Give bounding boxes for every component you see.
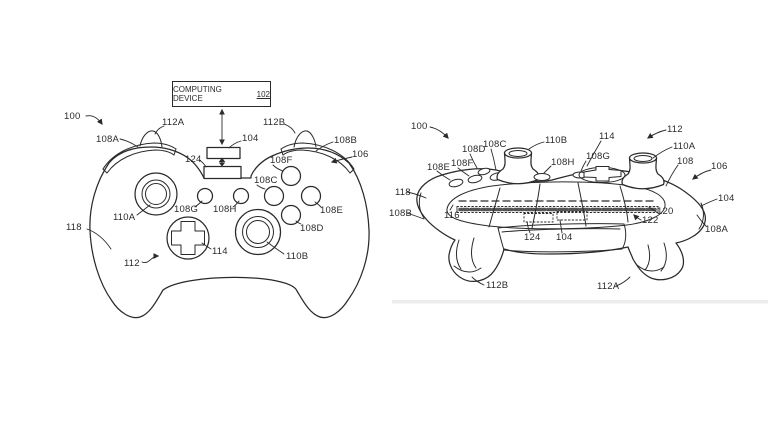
right-grip-detail [636,242,667,272]
fig2-ref-108G: 108G [586,151,611,162]
module-rect-104 [556,211,588,221]
top-button-108D [477,167,491,176]
left-thumbstick-perspective [496,147,540,185]
top-face-rim [446,181,666,230]
right-thumbstick [234,208,282,256]
body-seam-lines [488,182,629,229]
computing-device-ref: 102 [256,89,270,99]
fig2-ref-108B: 108B [389,208,412,219]
controller-body [89,146,370,319]
front-panel [497,223,627,253]
fig2-ref-108: 108 [677,156,694,167]
fig2-ref-108C: 108C [483,139,507,150]
face-button-right [300,185,322,207]
fig2-ref-108F: 108F [451,158,474,169]
figure1-leader-lines [85,115,353,264]
face-button-left [263,185,285,207]
fig2-ref-106: 106 [711,161,728,172]
fig1-ref-108E: 108E [320,205,343,216]
fig1-ref-114: 114 [212,246,228,257]
fig1-ref-100: 100 [64,111,81,122]
fig2-ref-124: 124 [524,232,541,243]
computing-device-title: COMPUTING DEVICE [173,85,222,103]
fig2-ref-112B: 112B [486,280,509,291]
fig2-ref-104-side: 104 [718,193,735,204]
right-trigger-nub [293,130,317,148]
fig1-ref-104: 104 [242,133,259,144]
port-rect-124 [203,165,242,180]
fig1-ref-108G: 108G [174,204,199,215]
figure2-leader-lines [406,126,718,287]
connector-strip [456,206,659,213]
fig1-ref-108C: 108C [254,175,278,186]
right-thumbstick-perspective [621,152,665,190]
hull-outline [416,168,707,282]
dpad-perspective [578,166,626,183]
view-button [196,187,214,205]
top-button-108E [448,178,464,188]
right-bumper [280,142,355,174]
left-grip-detail [453,237,482,273]
menu-button [232,187,250,205]
fig1-ref-108A: 108A [96,134,119,145]
face-buttons [263,165,322,226]
fig2-ref-122: 122 [642,215,659,226]
face-button-top [280,165,302,187]
fig2-ref-108A: 108A [705,224,728,235]
fig2-ref-120: 120 [657,206,674,217]
top-button-108F [467,174,483,184]
fig2-ref-110A: 110A [673,141,696,152]
figure1-controller-front-view [85,108,370,319]
fig1-ref-110A: 110A [113,212,136,223]
fig1-ref-112B: 112B [263,117,286,128]
face-button-bottom [280,204,302,226]
fig2-ref-112A: 112A [597,281,620,292]
fig1-ref-112A: 112A [162,117,185,128]
fig2-ref-108D: 108D [462,144,486,155]
fig1-ref-108D: 108D [300,223,324,234]
fig2-ref-104-bottom: 104 [556,232,573,243]
fig1-ref-118: 118 [66,222,82,233]
fig2-ref-114: 114 [599,131,615,142]
fig2-ref-116: 116 [444,210,460,221]
scan-artifact-line [392,300,768,304]
port-rect-104 [206,146,241,160]
computing-device-box: COMPUTING DEVICE 102 [172,81,271,107]
fig2-ref-100: 100 [411,121,428,132]
fig2-ref-108H: 108H [551,157,575,168]
fig2-ref-108E: 108E [427,162,450,173]
module-rect-124 [523,213,554,223]
fig1-ref-124: 124 [185,154,202,165]
dpad [166,216,210,260]
fig2-ref-110B: 110B [545,135,568,146]
fig1-ref-106: 106 [352,149,369,160]
menu-oval-108H [533,173,551,181]
hull-left-horn-line [418,192,425,219]
fig1-ref-108B: 108B [334,135,357,146]
signal-arrows [218,108,226,167]
fig2-ref-112: 112 [667,124,683,135]
left-thumbstick [134,172,178,216]
fig1-ref-112: 112 [124,258,140,269]
left-bumper [102,142,177,174]
figure2-controller-perspective-view [406,126,718,287]
fig1-ref-108H: 108H [213,204,237,215]
fig1-ref-108F: 108F [270,155,293,166]
fig2-ref-118: 118 [395,187,411,198]
fig1-ref-110B: 110B [286,251,309,262]
left-trigger-nub [139,130,163,148]
